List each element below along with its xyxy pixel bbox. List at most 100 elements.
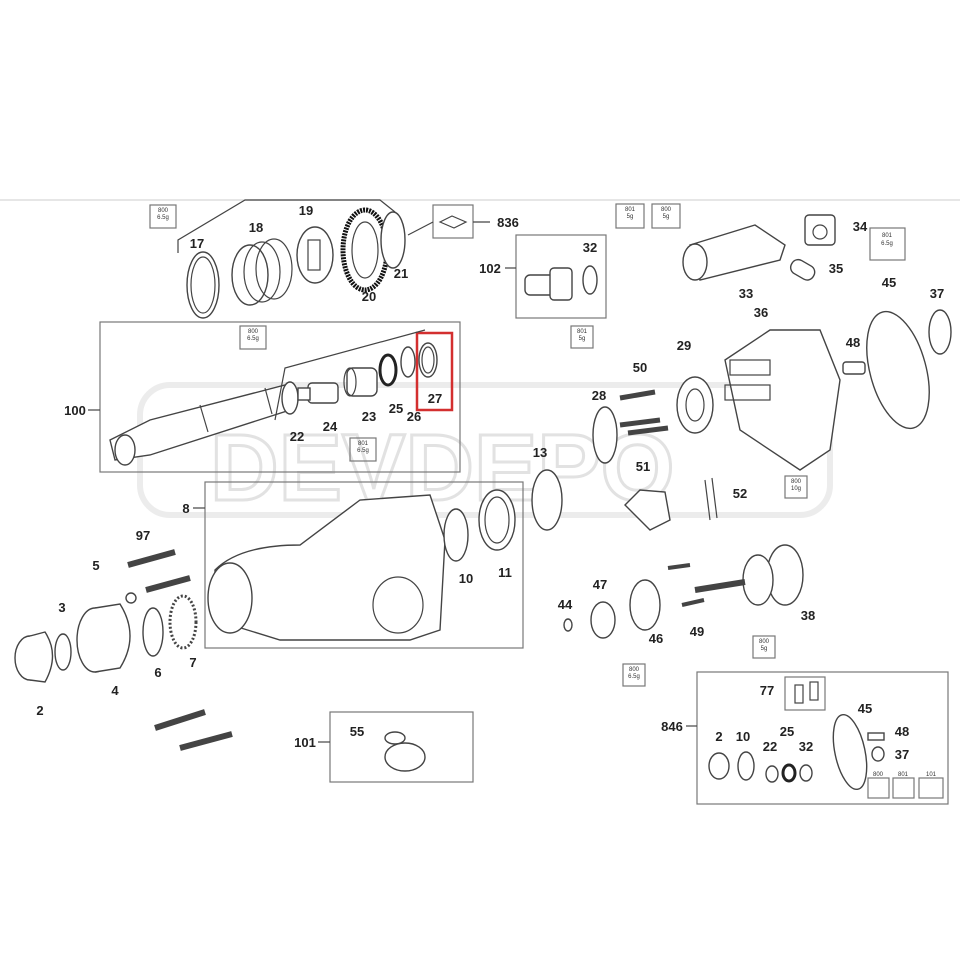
svg-text:5g: 5g [761, 646, 768, 652]
part-gear-20[interactable] [340, 207, 390, 293]
part-screws-loose[interactable] [154, 709, 233, 751]
label-8: 8 [182, 501, 189, 516]
part-bracket-51[interactable] [624, 489, 671, 531]
svg-text:800: 800 [791, 479, 802, 485]
label-21: 21 [394, 266, 408, 281]
part-bearing-47[interactable] [590, 601, 616, 639]
label-7: 7 [189, 655, 196, 670]
part-oring-25[interactable] [378, 353, 398, 387]
kit-label-32: 32 [799, 739, 813, 754]
part-screw-97[interactable] [127, 549, 191, 593]
part-screws-49[interactable] [667, 563, 705, 607]
part-ring-27[interactable] [418, 342, 438, 378]
label-26: 26 [407, 409, 421, 424]
part-bearing-11[interactable] [478, 489, 516, 551]
label-23: 23 [362, 409, 376, 424]
part-gear-46[interactable] [629, 579, 661, 631]
label-51: 51 [636, 459, 650, 474]
part-ring-3[interactable] [54, 633, 72, 671]
label-29: 29 [677, 338, 691, 353]
part-spindle-100[interactable] [88, 384, 291, 466]
part-sleeve-4[interactable] [76, 603, 131, 673]
part-cap-2[interactable] [14, 631, 54, 683]
part-block-34[interactable] [804, 214, 836, 246]
part-flange-29[interactable] [676, 376, 714, 434]
kit-label-37: 37 [895, 747, 909, 762]
kit-tag-101: 101 [926, 772, 937, 778]
label-97: 97 [136, 528, 150, 543]
kit-label-2: 2 [715, 729, 722, 744]
part-gasket-45[interactable] [855, 305, 940, 435]
part-spring-7[interactable] [168, 594, 198, 650]
part-washer-6[interactable] [142, 607, 164, 657]
part-ball-5[interactable] [125, 592, 137, 604]
label-52: 52 [733, 486, 747, 501]
part-switch-102[interactable] [505, 265, 598, 301]
part-pin-35[interactable] [788, 257, 817, 282]
svg-text:800: 800 [661, 207, 672, 213]
label-13: 13 [533, 445, 547, 460]
svg-text:6.5g: 6.5g [881, 241, 893, 247]
label-18: 18 [249, 220, 263, 235]
label-4: 4 [111, 683, 119, 698]
svg-text:801: 801 [577, 329, 588, 335]
label-846: 846 [661, 719, 683, 734]
part-ring-21[interactable] [380, 211, 406, 269]
label-836: 836 [497, 215, 519, 230]
label-24: 24 [323, 419, 338, 434]
label-48: 48 [846, 335, 860, 350]
part-ring-26[interactable] [400, 346, 416, 378]
label-6: 6 [154, 665, 161, 680]
leader-line [177, 199, 396, 253]
svg-text:6.5g: 6.5g [628, 674, 640, 680]
assembly-box-100 [99, 321, 461, 473]
label-49: 49 [690, 624, 704, 639]
label-102: 102 [479, 261, 501, 276]
label-35: 35 [829, 261, 843, 276]
part-kit-77[interactable] [784, 676, 826, 711]
part-washer-44[interactable] [563, 618, 573, 632]
part-spring-52[interactable] [704, 477, 718, 521]
assembly-box-846 [696, 671, 949, 805]
part-cover-36[interactable] [724, 329, 841, 471]
label-34: 34 [853, 219, 868, 234]
label-44: 44 [558, 597, 573, 612]
kit-label-48: 48 [895, 724, 909, 739]
label-19: 19 [299, 203, 313, 218]
part-ring-37[interactable] [928, 309, 952, 355]
part-cylinder-33[interactable] [682, 224, 786, 281]
svg-text:800: 800 [158, 208, 169, 214]
kit-label-25: 25 [780, 724, 794, 739]
part-washer-22[interactable] [281, 381, 299, 415]
label-46: 46 [649, 631, 663, 646]
assembly-box-102 [515, 234, 607, 319]
part-sleeve-23[interactable] [343, 367, 378, 397]
part-spring-18[interactable] [231, 238, 293, 306]
part-ring-10[interactable] [443, 508, 469, 562]
part-housing-8[interactable] [193, 494, 446, 641]
svg-text:800: 800 [759, 639, 770, 645]
svg-text:5g: 5g [579, 336, 586, 342]
part-piston-24[interactable] [297, 382, 339, 404]
highlight-box-27[interactable] [415, 331, 454, 412]
part-ring-17[interactable] [186, 251, 220, 319]
part-armature-38[interactable] [694, 544, 804, 606]
kit-parts-846[interactable] [686, 712, 944, 799]
label-27: 27 [428, 391, 442, 406]
part-knob-101[interactable] [318, 731, 426, 772]
part-bracket-836[interactable] [407, 204, 490, 239]
part-clutch-19[interactable] [296, 226, 334, 284]
svg-text:800: 800 [629, 667, 640, 673]
part-screws-50[interactable] [619, 389, 669, 436]
svg-text:10g: 10g [791, 486, 801, 492]
label-38: 38 [801, 608, 815, 623]
part-ring-28[interactable] [592, 406, 618, 464]
part-pin-48[interactable] [842, 361, 866, 375]
part-labels: 17 18 19 20 21 836 102 32 33 34 35 45 37… [36, 203, 944, 762]
label-32: 32 [583, 240, 597, 255]
part-ring-13[interactable] [531, 469, 563, 531]
